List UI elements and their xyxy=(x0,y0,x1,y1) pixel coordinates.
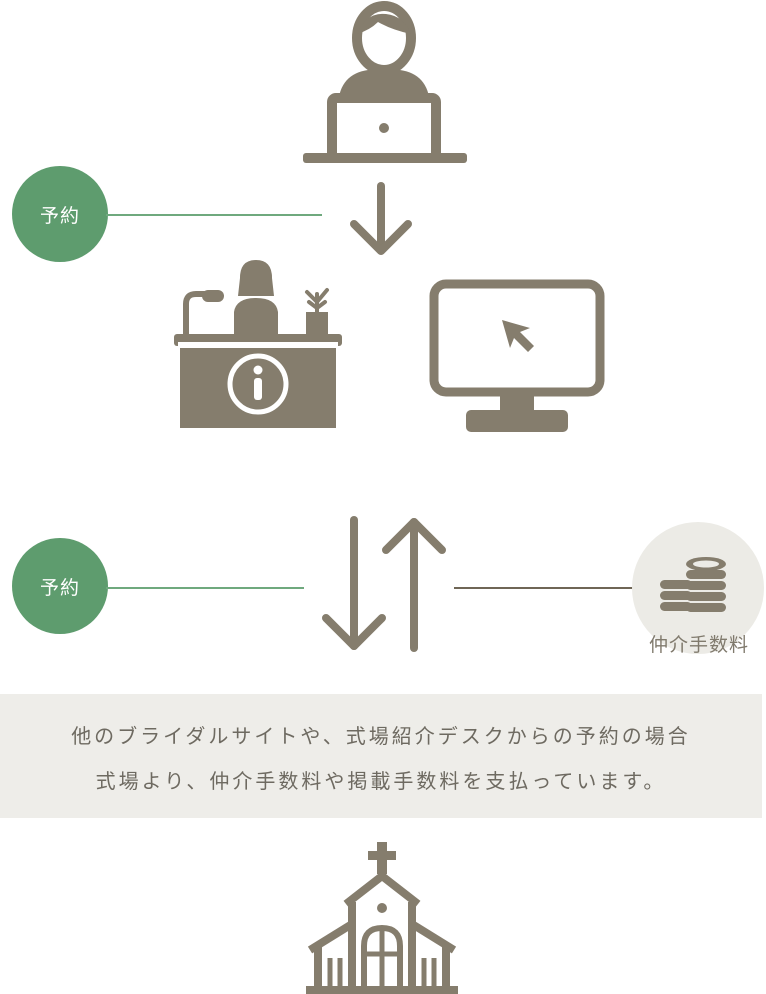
note-line-2: 式場より、仲介手数料や掲載手数料を支払っています。 xyxy=(95,769,667,793)
note-line-1: 他のブライダルサイトや、式場紹介デスクからの予約の場合 xyxy=(71,724,691,748)
arrow-down-icon xyxy=(350,182,412,255)
exchange-arrows-icon xyxy=(322,516,446,652)
reservation-badge: 予約 xyxy=(12,538,108,634)
reservation-badge: 予約 xyxy=(12,166,108,262)
connector-line xyxy=(106,587,304,589)
person-laptop-icon xyxy=(303,1,467,163)
commission-label: 仲介手数料 xyxy=(648,634,749,656)
reservation-badge-label: 予約 xyxy=(39,204,80,227)
monitor-cursor-icon xyxy=(429,279,605,432)
connector-line xyxy=(454,587,634,589)
connector-line xyxy=(106,214,322,216)
chapel-icon xyxy=(306,842,458,994)
note-box xyxy=(0,694,762,818)
reservation-badge-label: 予約 xyxy=(39,576,80,599)
reception-desk-icon xyxy=(174,260,342,428)
coins-icon xyxy=(660,557,726,612)
